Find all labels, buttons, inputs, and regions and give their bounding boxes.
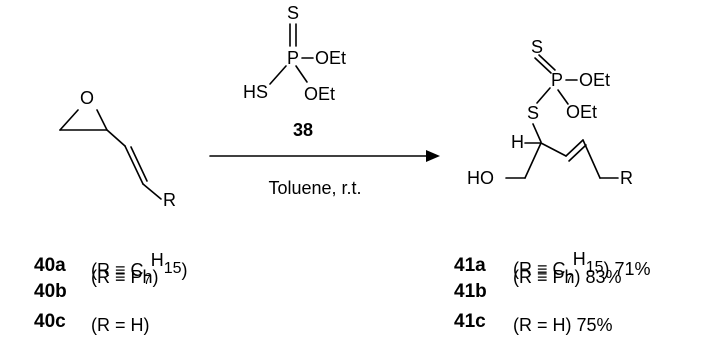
reactant-structure: O R: [59, 88, 176, 210]
reagent-thiol: HS: [243, 82, 268, 102]
product-vinyl-double-a: [565, 139, 584, 157]
product-vinyl-double-b: [568, 144, 587, 162]
product-vinyl-bond-2: [582, 139, 601, 179]
product-ps-double-a: [534, 57, 552, 74]
arrow-head: [426, 150, 440, 162]
product-hydroxyl: HO: [467, 168, 494, 188]
reagent-oet-1: OEt: [315, 48, 346, 68]
product-c-ch2-bond: [524, 142, 542, 179]
reactant-r-group: R: [163, 190, 176, 210]
product-structure: S P OEt S OEt H HO R: [467, 37, 633, 188]
product-r-group: R: [620, 168, 633, 188]
vinyl-bond-1: [106, 129, 126, 147]
reagent-p-sh-bond: [269, 65, 287, 85]
reaction-conditions: Toluene, r.t.: [268, 178, 361, 198]
product-detail-41b: (R ≡ Ph) 83%: [513, 267, 622, 287]
substrate-detail-40b: (R ≡ Ph): [91, 267, 159, 287]
product-phosphorus: P: [551, 70, 563, 90]
reagent-compound-number: 38: [293, 120, 313, 140]
product-hydrogen: H: [511, 132, 524, 152]
product-detail-41a: (R ≡ C7H15) 71%: [513, 249, 651, 286]
substrate-id-40a: 40a: [34, 255, 66, 276]
reagent-oet-2: OEt: [304, 84, 335, 104]
product-p-oet2-bond: [557, 89, 569, 105]
reagent-phosphorus: P: [287, 48, 299, 68]
epoxide-oxygen: O: [80, 88, 94, 108]
substrate-id-40c: 40c: [34, 311, 66, 332]
reagent-p-oet2-bond: [295, 65, 308, 83]
vinyl-double-bond-a: [124, 145, 144, 185]
product-p-s-bond: [536, 87, 551, 104]
epoxide-bond-o-c1: [59, 109, 79, 131]
product-s-c-bond: [532, 123, 542, 143]
vinyl-double-bond-b: [130, 146, 148, 182]
product-id-41b: 41b: [454, 281, 487, 302]
reagent-thione-sulfur: S: [287, 3, 299, 23]
product-id-41a: 41a: [454, 255, 486, 276]
substrate-detail-40c: (R = H): [91, 315, 150, 335]
product-oet-1: OEt: [579, 70, 610, 90]
product-oet-2: OEt: [566, 102, 597, 122]
product-linking-sulfur: S: [527, 103, 539, 123]
product-ps-double-b: [538, 54, 556, 71]
product-id-41c: 41c: [454, 311, 486, 332]
epoxide-bond-o-c2: [96, 109, 108, 131]
product-detail-41c: (R = H) 75%: [513, 315, 613, 335]
product-c-vinyl-bond: [540, 142, 567, 157]
substrate-labels: 40a (R ≡ C7H15) (R ≡ Ph) 40b 40c (R = H): [34, 250, 188, 335]
substrate-detail-40a: (R ≡ C7H15): [91, 250, 188, 287]
vinyl-bond-to-r: [142, 183, 162, 200]
reaction-arrow: [209, 150, 440, 162]
product-labels: 41a (R ≡ C7H15) 71% (R ≡ Ph) 83% 41b 41c…: [454, 249, 651, 335]
product-thione-sulfur: S: [531, 37, 543, 57]
reagent-structure: S P OEt HS OEt 38: [243, 3, 346, 140]
substrate-id-40b: 40b: [34, 281, 67, 302]
